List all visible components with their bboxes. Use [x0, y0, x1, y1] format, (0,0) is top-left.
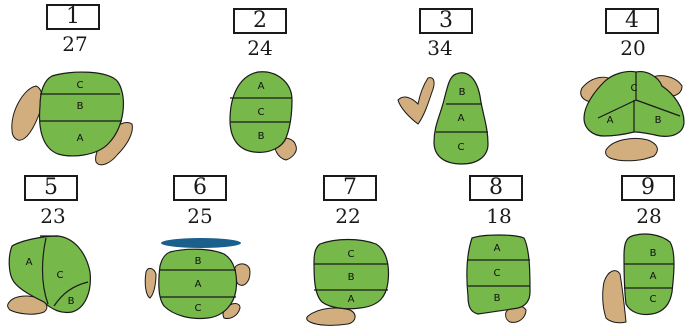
item-5-count: 23: [40, 204, 66, 228]
field-2: [229, 71, 293, 153]
field-9: [623, 233, 675, 316]
field-4-label-2: A: [607, 115, 614, 126]
field-6: [158, 248, 238, 320]
field-9-label-1: B: [650, 248, 657, 259]
item-8-count: 18: [486, 204, 512, 228]
field-9-label-2: A: [650, 271, 657, 282]
item-4-count: 20: [620, 36, 646, 60]
field-6-label-1: B: [195, 256, 202, 267]
rock: [95, 122, 133, 166]
item-7-count: 22: [335, 204, 361, 228]
item-9-count: 28: [636, 204, 662, 228]
field-3-label-3: C: [458, 142, 465, 153]
rock: [306, 307, 356, 326]
field-8: [466, 234, 531, 315]
item-8-number: 8: [469, 175, 523, 201]
item-4-number: 4: [605, 8, 659, 34]
item-2-count: 24: [247, 36, 273, 60]
field-6-label-2: A: [195, 279, 202, 290]
item-2-number: 2: [233, 8, 287, 34]
field-8-label-3: B: [494, 293, 501, 304]
rock: [7, 295, 48, 315]
field-5-label-3: B: [68, 296, 75, 307]
item-9-number: 9: [621, 175, 675, 201]
field-1-label-2: B: [77, 101, 84, 112]
field-2-label-2: C: [258, 107, 265, 118]
item-7-number: 7: [323, 175, 377, 201]
rock: [144, 267, 157, 299]
field-7-label-3: A: [348, 294, 355, 305]
item-6-number: 6: [173, 175, 227, 201]
item-1-count: 27: [62, 32, 88, 56]
field-3: [433, 72, 489, 165]
item-3-count: 34: [427, 36, 453, 60]
field-1: [38, 71, 125, 157]
field-5-label-2: C: [57, 270, 64, 281]
item-5-number: 5: [24, 175, 78, 201]
field-7-label-2: B: [348, 272, 355, 283]
rock: [605, 137, 658, 162]
rock: [397, 77, 435, 125]
water: [161, 238, 241, 248]
rock: [11, 85, 43, 141]
field-7: [313, 238, 390, 310]
field-2-label-3: B: [258, 131, 265, 142]
item-3-number: 3: [419, 8, 473, 34]
field-5-label-1: A: [26, 257, 33, 268]
field-8-label-1: A: [494, 243, 501, 254]
rock: [602, 270, 627, 324]
field-1-label-3: A: [77, 133, 84, 144]
field-2-label-1: A: [258, 81, 265, 92]
field-4-label-1: C: [631, 83, 638, 94]
field-1-label-1: C: [77, 80, 84, 91]
field-7-label-1: C: [348, 249, 355, 260]
field-3-label-2: A: [458, 113, 465, 124]
field-3-label-1: B: [459, 87, 466, 98]
item-6-count: 25: [187, 204, 213, 228]
field-8-label-2: C: [494, 268, 501, 279]
item-1-number: 1: [46, 4, 100, 30]
field-6-label-3: C: [195, 303, 202, 314]
field-4-label-3: B: [655, 115, 662, 126]
field-9-label-3: C: [650, 294, 657, 305]
